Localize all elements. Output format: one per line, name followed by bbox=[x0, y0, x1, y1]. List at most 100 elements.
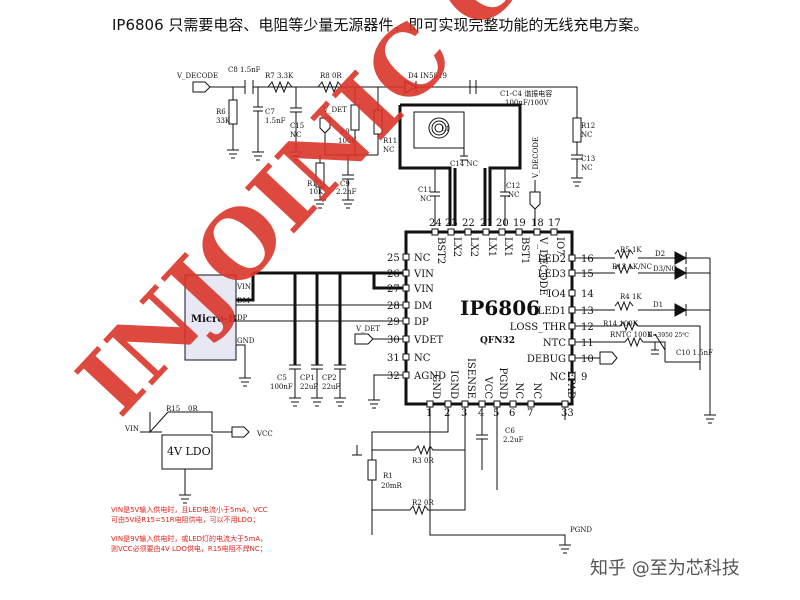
c12-value: NC bbox=[508, 191, 519, 199]
pin-31-number: 31 bbox=[387, 353, 400, 364]
pin-30-name: VDET bbox=[413, 335, 444, 346]
pin-28-number: 28 bbox=[387, 301, 400, 312]
r13-label: R13 1K/NC bbox=[612, 263, 652, 271]
ntc-note: B=3950 25℃ bbox=[648, 332, 689, 339]
v-det-label: V_DET bbox=[322, 106, 347, 114]
r5-label: R5 1K bbox=[620, 246, 642, 254]
r6-label: R6 bbox=[216, 108, 226, 116]
c8-label: C8 1.5nF bbox=[228, 66, 261, 74]
credit-text: 知乎 @至为芯科技 bbox=[590, 558, 740, 579]
pin-2-pad bbox=[444, 400, 452, 408]
pin-17-pad bbox=[550, 228, 558, 236]
pin-16-pad bbox=[568, 254, 576, 262]
wire-layer bbox=[140, 80, 716, 554]
c10-label: C10 1.5nF bbox=[676, 349, 713, 357]
c13-label: C13 bbox=[581, 155, 595, 163]
pin-2-name: IGND bbox=[448, 370, 459, 399]
pin-11-number: 11 bbox=[581, 338, 594, 349]
pin-23-name: LX2 bbox=[451, 237, 462, 257]
r7-label: R7 3.3K bbox=[265, 72, 294, 80]
pin-15-number: 15 bbox=[581, 269, 594, 280]
usb-dm-label: DM bbox=[237, 297, 250, 305]
d1-label: D1 bbox=[653, 301, 663, 309]
pin-18-pad bbox=[533, 228, 541, 236]
c6-label: C6 bbox=[505, 427, 515, 435]
resonant-cap-label: C1-C4 谐振电容 bbox=[500, 89, 552, 98]
ldo-label: 4V LDO bbox=[167, 445, 211, 458]
l1-label: L1 bbox=[441, 125, 450, 133]
pin-25-pad bbox=[402, 253, 410, 261]
note-line-2: 可由5V经R15=51R电阻供电，可以不用LDO； bbox=[111, 515, 259, 524]
pin-9-pad bbox=[568, 372, 576, 380]
cp2-value: 22uF bbox=[322, 383, 340, 391]
pin-10-pad bbox=[568, 354, 576, 362]
c14-label: C14 NC bbox=[450, 160, 478, 168]
c6-value: 2.2uF bbox=[503, 436, 524, 444]
pin-21-number: 21 bbox=[480, 218, 493, 229]
pin-3-name: ISENSE bbox=[465, 358, 476, 399]
r4-label: R4 1K bbox=[620, 293, 642, 301]
pin-6-number: 6 bbox=[509, 408, 515, 419]
c7-value: 1.5nF bbox=[265, 117, 286, 125]
pin-1-pad bbox=[426, 400, 434, 408]
pin-5-number: 5 bbox=[493, 408, 499, 419]
pin-13-name: LED1 bbox=[538, 306, 566, 317]
pin-32-pad bbox=[402, 371, 410, 379]
pin-12-name: LOSS_THR bbox=[510, 322, 567, 333]
r12-label: R12 bbox=[581, 122, 595, 130]
micro-b-label: Micro-B bbox=[191, 314, 237, 325]
chip-pins: 24BST223LX222LX221LX120LX119BST118V_DECO… bbox=[387, 218, 594, 419]
pin-11-name: NTC bbox=[543, 338, 566, 349]
pin-25-name: NC bbox=[414, 253, 431, 264]
pin-25-number: 25 bbox=[387, 253, 400, 264]
cp1-label: CP1 bbox=[300, 374, 315, 382]
pin-29-pad bbox=[402, 317, 410, 325]
pin-12-pad bbox=[568, 322, 576, 330]
pin-16-name: LED2 bbox=[538, 254, 566, 265]
cp1-value: 22uF bbox=[300, 383, 318, 391]
pin-15-pad bbox=[568, 269, 576, 277]
note-line-4: 则VCC必须要由4V LDO供电，R15电阻不焊NC； bbox=[111, 544, 267, 553]
pin-9-name: NC bbox=[550, 372, 567, 383]
pin-32-name: AGND bbox=[413, 371, 446, 382]
pin-22-name: LX2 bbox=[468, 237, 479, 257]
pin-28-name: DM bbox=[414, 301, 432, 312]
chip-name: IP6806 bbox=[460, 296, 540, 320]
d4-label: D4 IN5819 bbox=[408, 72, 447, 80]
pin-24-pad bbox=[431, 228, 439, 236]
pin-26-pad bbox=[402, 269, 410, 277]
pin-7-name: NC bbox=[531, 383, 542, 400]
r14-label: R14 100K bbox=[603, 320, 639, 328]
c13-value: NC bbox=[581, 164, 592, 172]
pin-24-number: 24 bbox=[429, 218, 442, 229]
pin-11-pad bbox=[568, 338, 576, 346]
pin-29-number: 29 bbox=[387, 317, 400, 328]
pin-22-pad bbox=[464, 228, 472, 236]
r9-value: 100K bbox=[338, 137, 357, 145]
pin-30-pad bbox=[402, 335, 410, 343]
ldo-vcc-label: VCC bbox=[256, 430, 273, 438]
pin-12-number: 12 bbox=[581, 322, 594, 333]
pin-10-number: 10 bbox=[581, 354, 594, 365]
pin-33-number: 33 bbox=[561, 408, 574, 419]
pin-4-number: 4 bbox=[478, 408, 484, 419]
ldo-vin-label: VIN bbox=[124, 425, 139, 433]
c11-label: C11 bbox=[418, 186, 432, 194]
pin-17-name: IO7 bbox=[554, 237, 565, 256]
pin-10-name: DEBUG bbox=[527, 354, 566, 365]
c15-label: C15 bbox=[290, 122, 304, 130]
pin-5-pad bbox=[493, 400, 501, 408]
pin-6-name: NC bbox=[513, 383, 524, 400]
pin-26-name: VIN bbox=[413, 269, 434, 280]
pin-17-number: 17 bbox=[548, 218, 561, 229]
pin-3-number: 3 bbox=[461, 408, 467, 419]
pin-32-number: 32 bbox=[387, 371, 400, 382]
c5-value: 100nF bbox=[270, 383, 293, 391]
pin-33-pad bbox=[561, 400, 569, 408]
pin-15-name: LED3 bbox=[538, 269, 566, 280]
c15-value: NC bbox=[290, 131, 301, 139]
pin-23-pad bbox=[447, 228, 455, 236]
note-line-1: VIN是5V输入供电时，且LED电流小于5mA，VCC bbox=[111, 505, 268, 514]
pin-4-pad bbox=[478, 400, 486, 408]
pin-19-pad bbox=[515, 228, 523, 236]
